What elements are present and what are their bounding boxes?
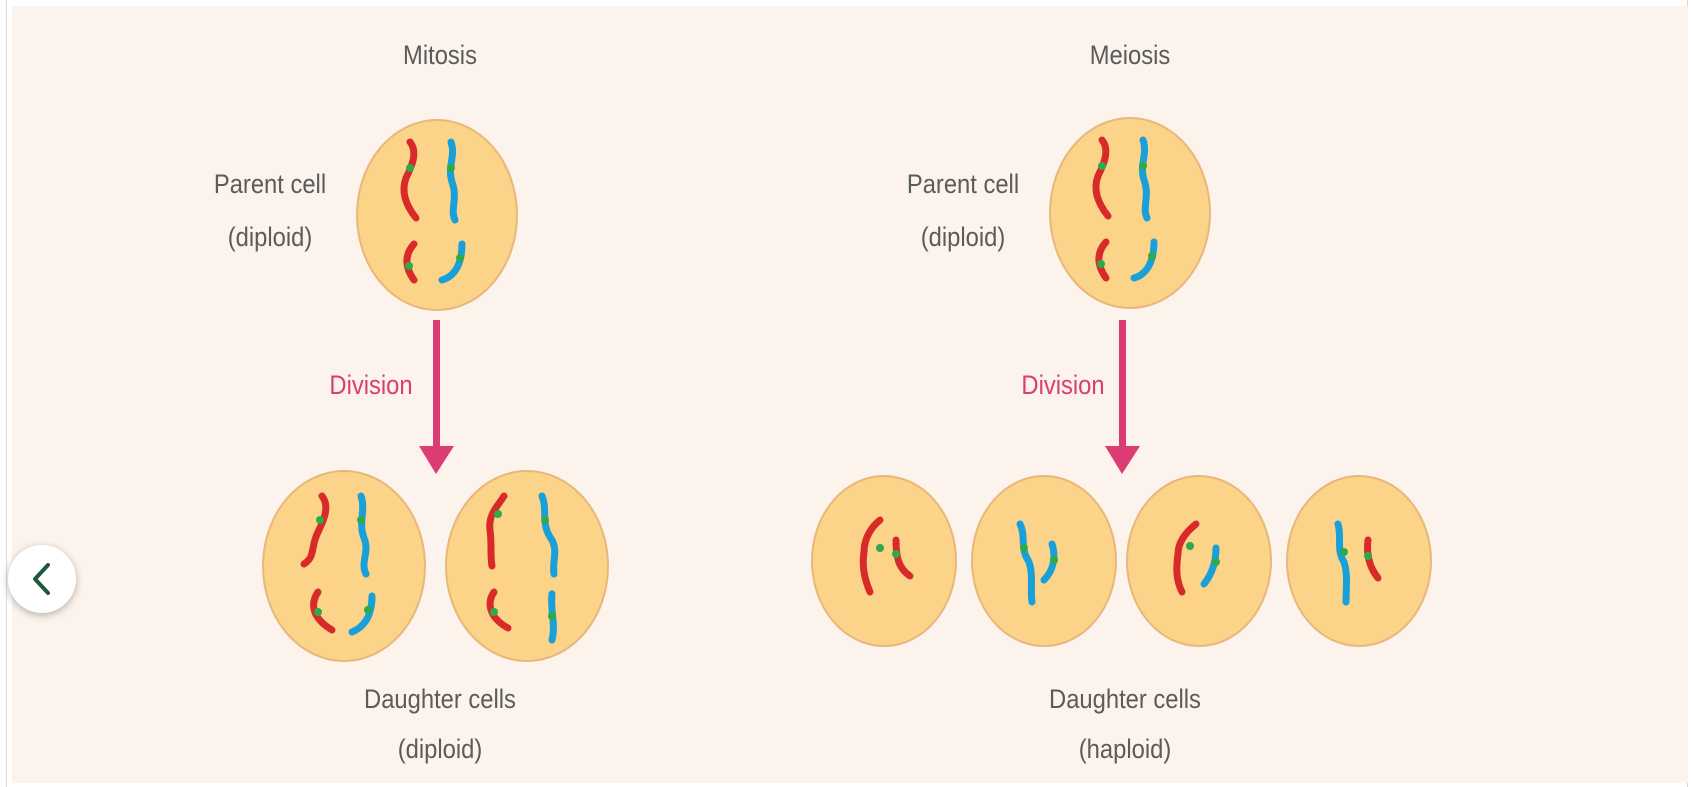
mitosis-division-label: Division [323,366,420,404]
meiosis-parent-cell [1050,118,1210,308]
mitosis-daughter-cell-1 [263,471,425,661]
back-button[interactable] [8,545,76,613]
meiosis-daughter-cell-4 [1287,476,1431,646]
meiosis-parent-label-line2: (diploid) [893,218,1034,256]
mitosis-parent-label-line1: Parent cell [200,165,341,203]
meiosis-title: Meiosis [1068,36,1191,74]
mitosis-daughter-label-line2: (diploid) [343,730,537,768]
mitosis-title: Mitosis [378,36,501,74]
meiosis-daughter-cell-3 [1127,476,1271,646]
meiosis-daughter-label-line2: (haploid) [1028,730,1222,768]
mitosis-daughter-cell-2 [446,471,608,661]
mitosis-daughter-label-line1: Daughter cells [343,680,537,718]
meiosis-daughter-cell-1 [812,476,956,646]
meiosis-daughter-label-line1: Daughter cells [1028,680,1222,718]
meiosis-daughter-cell-2 [972,476,1116,646]
meiosis-parent-label-line1: Parent cell [893,165,1034,203]
meiosis-division-label: Division [1015,366,1112,404]
mitosis-parent-label-line2: (diploid) [200,218,341,256]
mitosis-division-arrow [419,320,454,474]
chevron-left-icon [27,561,57,597]
mitosis-parent-cell [357,120,517,310]
